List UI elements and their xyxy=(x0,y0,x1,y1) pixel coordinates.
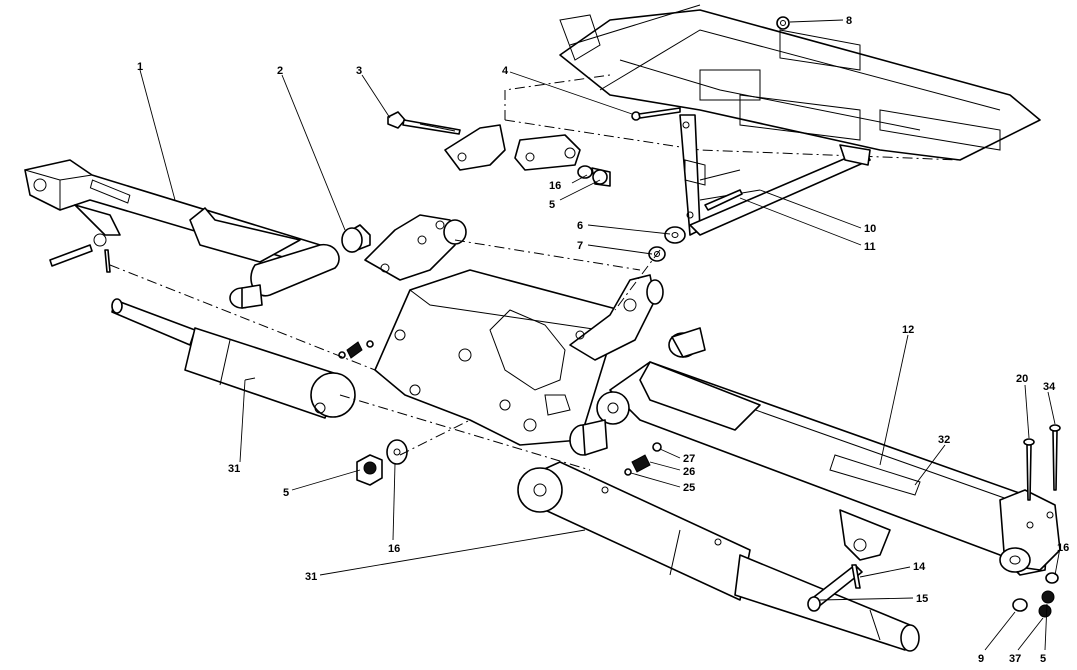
part-5-nut-right xyxy=(1041,590,1055,604)
right-fitting xyxy=(624,442,662,476)
callout-5-left: 5 xyxy=(283,487,289,499)
callout-7: 7 xyxy=(577,240,583,252)
bushing-right-lower xyxy=(569,419,608,456)
callout-31-right: 31 xyxy=(305,571,317,583)
part-12-right-arm xyxy=(596,361,1061,576)
part-3-bolt xyxy=(387,111,461,135)
part-14-roll-pin xyxy=(851,564,861,589)
center-plate xyxy=(374,269,621,446)
washer-cluster-top xyxy=(577,165,686,262)
part-1-pin xyxy=(49,244,111,273)
callout-9: 9 xyxy=(978,653,984,665)
callout-15: 15 xyxy=(916,593,928,605)
part-20-bolt xyxy=(1023,438,1035,501)
upper-pivot-bracket xyxy=(364,214,467,281)
callout-8: 8 xyxy=(846,15,852,27)
callout-26: 26 xyxy=(683,466,695,478)
callout-3: 3 xyxy=(356,65,362,77)
part-4-pin xyxy=(631,107,681,121)
part-16-washer-right xyxy=(1045,572,1059,584)
callout-34: 34 xyxy=(1043,381,1056,393)
part-2-bushing xyxy=(341,224,371,253)
upper-bracket xyxy=(444,124,581,171)
part-1-left-arm xyxy=(24,159,340,297)
callout-37: 37 xyxy=(1009,653,1021,665)
assembly-lines xyxy=(109,239,661,471)
callout-5-right: 5 xyxy=(1040,653,1046,665)
frame-chassis xyxy=(504,4,1041,161)
callout-12: 12 xyxy=(902,324,914,336)
callout-14: 14 xyxy=(913,561,926,573)
callout-31: 31 xyxy=(228,463,240,475)
part-31-left-cylinder xyxy=(111,298,356,419)
callout-16: 16 xyxy=(549,180,561,192)
callout-labels: 1 2 3 4 8 16 5 6 7 10 11 12 20 34 32 31 … xyxy=(137,15,1069,665)
callout-4: 4 xyxy=(502,65,509,77)
part-5-nut-left xyxy=(356,454,383,486)
callout-5: 5 xyxy=(549,199,555,211)
callout-11: 11 xyxy=(864,241,876,253)
left-fitting xyxy=(338,340,374,359)
callout-16-left: 16 xyxy=(388,543,400,555)
part-34-bolt xyxy=(1049,424,1061,491)
leader-lines xyxy=(139,19,1061,651)
callout-25: 25 xyxy=(683,482,695,494)
bushing-left xyxy=(229,284,263,309)
callout-16-right: 16 xyxy=(1057,542,1069,554)
callout-2: 2 xyxy=(277,65,283,77)
callout-6: 6 xyxy=(577,220,583,232)
part-9-washer xyxy=(1012,598,1028,612)
part-8-nut xyxy=(776,16,790,30)
part-16-washer-left xyxy=(386,439,408,465)
callout-32: 32 xyxy=(938,434,950,446)
part-15-pin xyxy=(807,564,863,612)
right-pivot-bracket xyxy=(569,274,664,361)
callout-20: 20 xyxy=(1016,373,1028,385)
part-37-nut xyxy=(1038,604,1052,618)
callout-10: 10 xyxy=(864,223,876,235)
callout-1: 1 xyxy=(137,61,143,73)
callout-27: 27 xyxy=(683,453,695,465)
part-11-bolt xyxy=(704,189,743,211)
bushing-right-upper xyxy=(668,327,706,358)
